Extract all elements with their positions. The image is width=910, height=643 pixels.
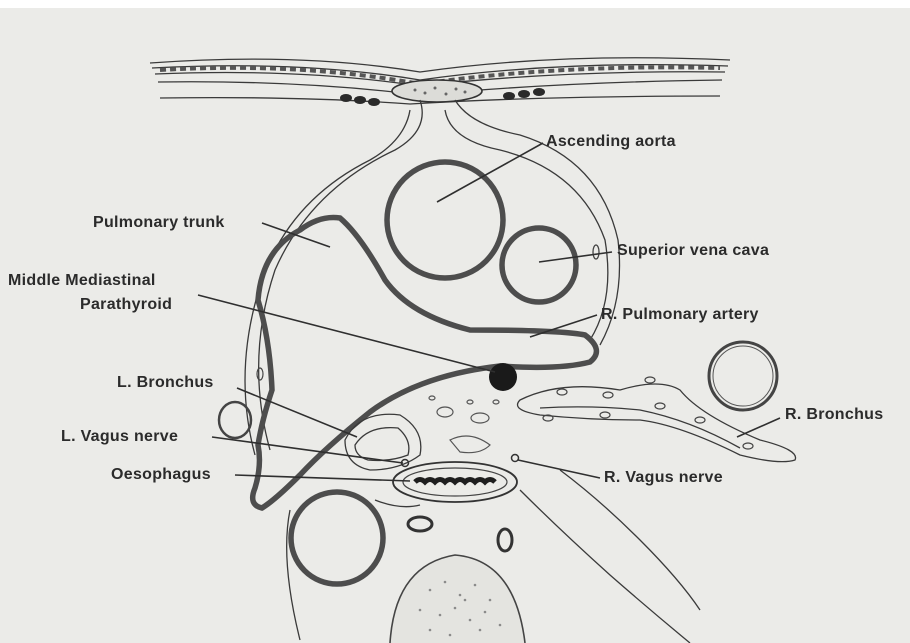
- leader-oesophagus: [235, 475, 410, 481]
- internal-thoracic-vessels-left: [340, 94, 380, 106]
- leader-r-vagus-nerve: [518, 460, 600, 478]
- leader-parathyroid: [198, 295, 495, 372]
- leader-pulmonary-trunk: [262, 223, 330, 247]
- right-vagus-dot: [512, 455, 519, 462]
- ascending-aorta-vessel: [387, 162, 503, 278]
- leader-ascending-aorta: [437, 143, 543, 202]
- chest-wall: [150, 58, 730, 106]
- sternum: [392, 80, 482, 102]
- superior-vena-cava-vessel: [502, 228, 576, 302]
- right-lung-vessel: [518, 384, 796, 462]
- label-parathyroid: Parathyroid: [80, 296, 172, 314]
- label-r-vagus-nerve: R. Vagus nerve: [604, 469, 723, 487]
- azygos-vein: [408, 517, 432, 531]
- label-l-vagus-nerve: L. Vagus nerve: [61, 428, 178, 446]
- label-r-bronchus: R. Bronchus: [785, 406, 883, 424]
- thoracic-duct: [498, 529, 512, 551]
- parathyroid-mass: [489, 363, 517, 391]
- leader-r-bronchus: [737, 418, 780, 437]
- descending-aorta-vessel: [291, 492, 383, 584]
- leader-l-bronchus: [237, 388, 357, 437]
- right-vessel-circle: [709, 342, 777, 410]
- label-pulmonary-trunk: Pulmonary trunk: [93, 214, 225, 232]
- label-oesophagus: Oesophagus: [111, 466, 211, 484]
- phrenic-nerve: [593, 245, 599, 259]
- oesophagus-shape: [393, 462, 517, 502]
- label-r-pulmonary-artery: R. Pulmonary artery: [601, 306, 759, 324]
- mediastinal-lymph: [429, 396, 499, 453]
- label-middle-mediastinal: Middle Mediastinal: [8, 272, 156, 290]
- label-ascending-aorta: Ascending aorta: [546, 133, 676, 151]
- label-superior-vena-cava: Superior vena cava: [617, 242, 769, 260]
- label-l-bronchus: L. Bronchus: [117, 374, 214, 392]
- vertebral-body: [390, 555, 525, 643]
- leader-l-vagus-nerve: [212, 437, 403, 463]
